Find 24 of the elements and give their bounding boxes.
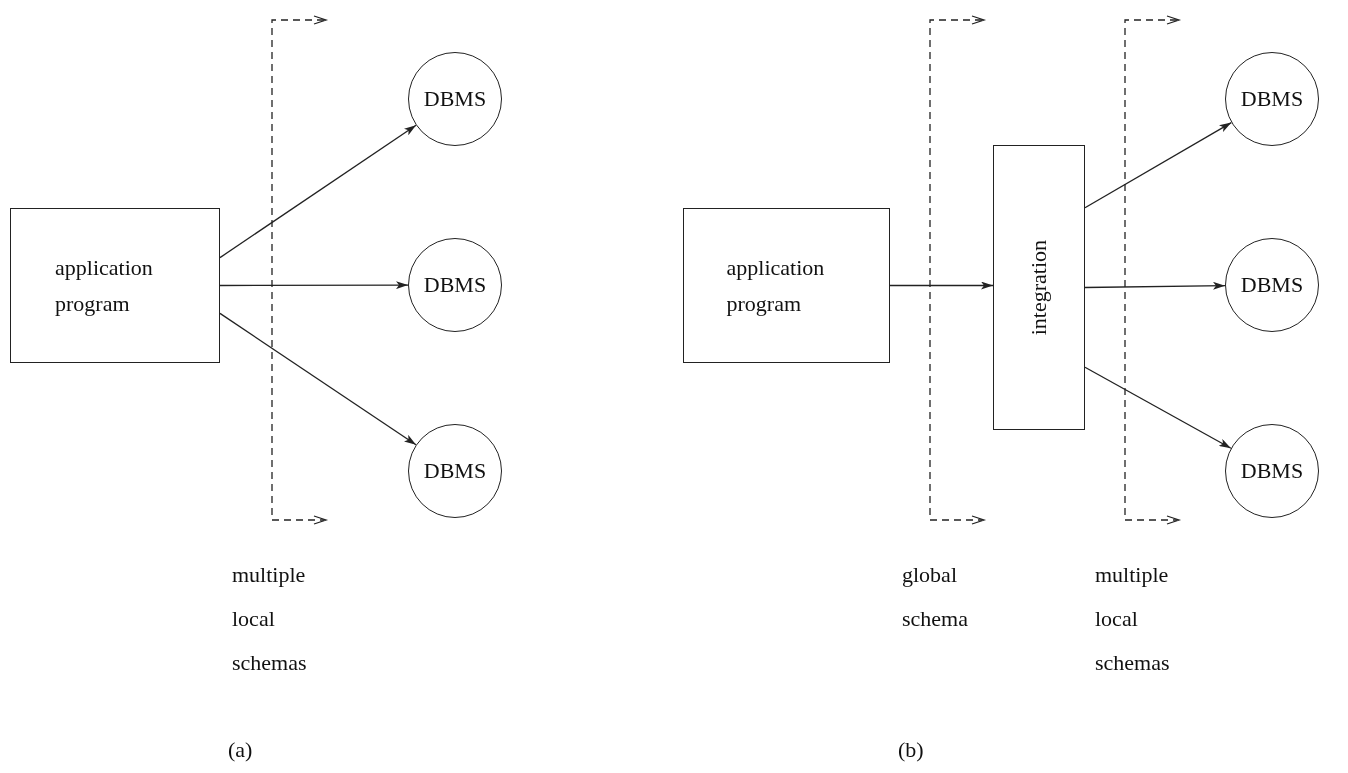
arrow: [889, 281, 994, 290]
process-box: [993, 145, 1085, 430]
node-label: DBMS: [1240, 85, 1304, 113]
arrow: [219, 281, 409, 290]
node-label: DBMS: [1240, 271, 1304, 299]
process-box: [10, 208, 220, 363]
node-label: application program: [55, 253, 154, 318]
node-label: application program: [726, 253, 826, 318]
arrow: [1084, 281, 1226, 290]
arrow: [219, 312, 417, 446]
process-box: [683, 208, 890, 363]
node-label: DBMS: [1240, 457, 1304, 485]
node-label: DBMS: [423, 85, 487, 113]
node-label: integration: [1026, 239, 1052, 336]
schema-label: multiple local schemas: [1095, 561, 1171, 677]
arrow: [219, 124, 417, 259]
node-label: DBMS: [423, 271, 487, 299]
arrow: [1084, 366, 1232, 449]
node-label: DBMS: [423, 457, 487, 485]
panel-label: (a): [228, 736, 254, 764]
schema-label: global schema: [902, 561, 969, 633]
panel-label: (b): [898, 736, 925, 764]
schema-label: multiple local schemas: [232, 561, 308, 677]
arrow: [1084, 121, 1232, 209]
